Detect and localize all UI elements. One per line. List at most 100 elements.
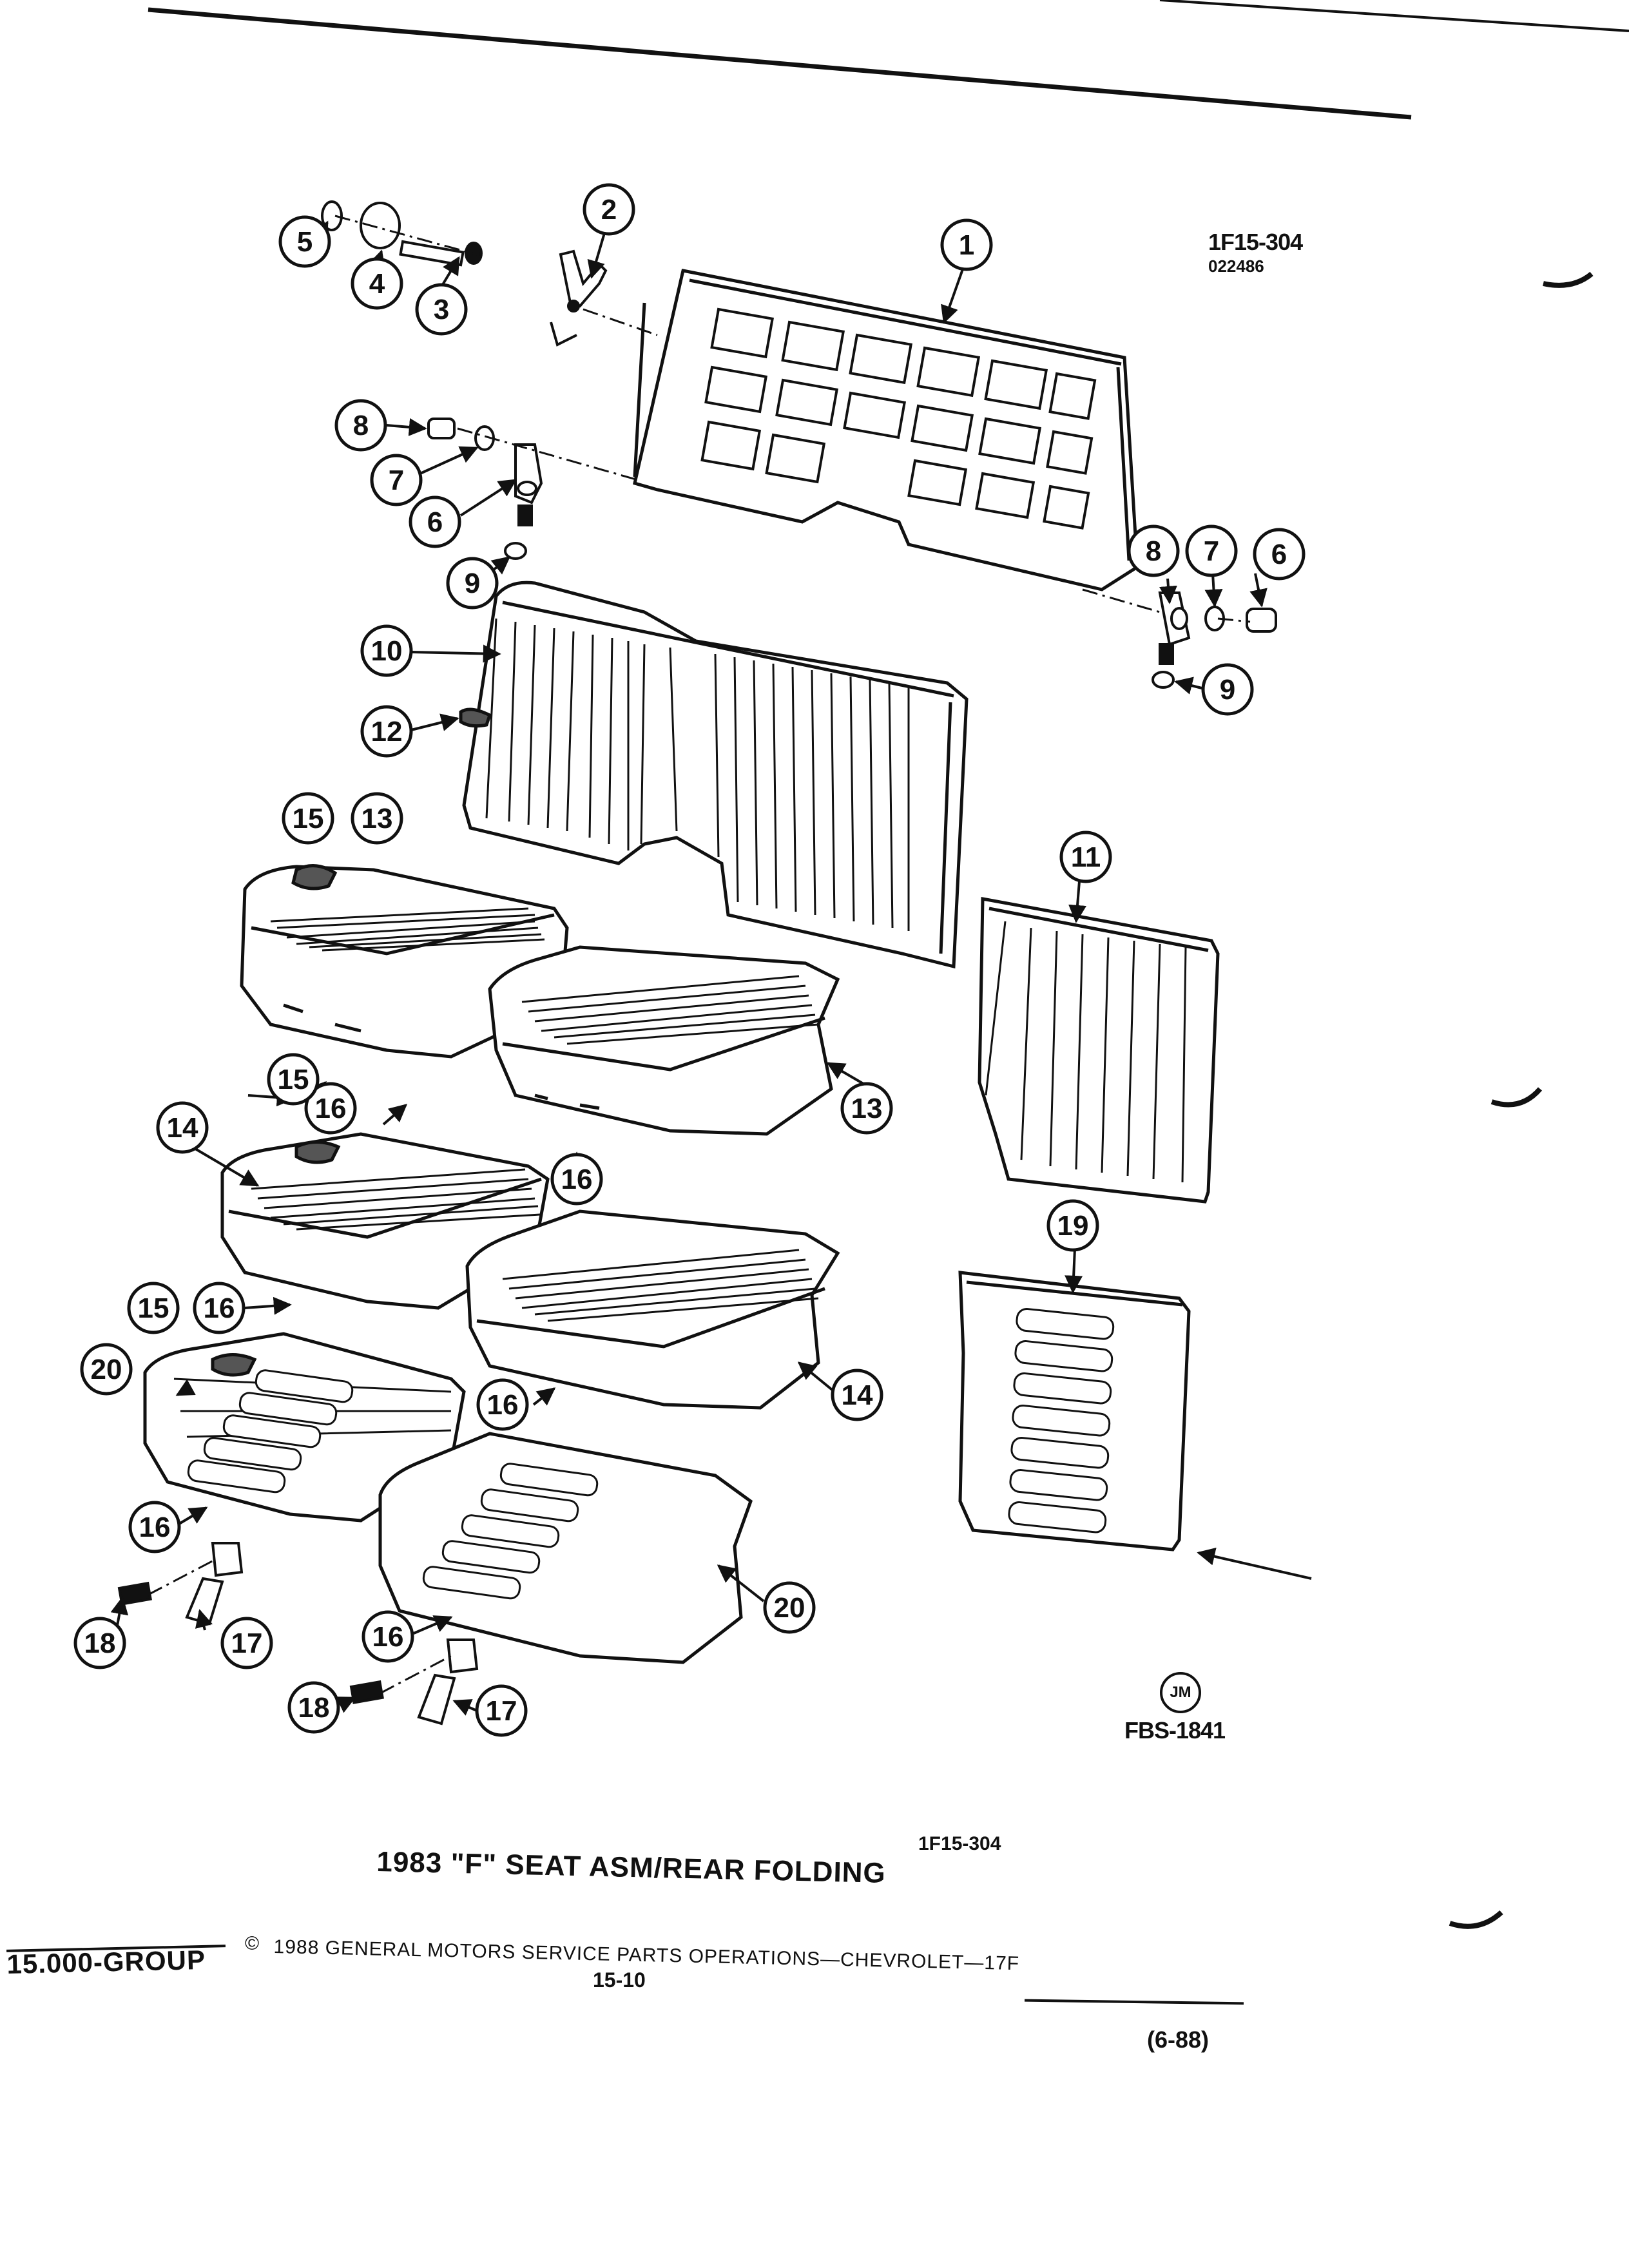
callout-number: 16 (315, 1093, 347, 1124)
callout-circle (1253, 528, 1306, 581)
callout-circle (831, 1369, 883, 1421)
top-rule (148, 7, 1412, 120)
callout-circle (1127, 524, 1180, 577)
callout-14: 14 (831, 1369, 883, 1421)
callout-circle (220, 1617, 273, 1669)
callout-circle (550, 1153, 603, 1206)
callout-2: 2 (583, 183, 635, 236)
callout-circle (287, 1681, 340, 1734)
callout-9: 9 (446, 557, 499, 610)
callout-number: 17 (231, 1628, 263, 1659)
callout-circle (1201, 663, 1254, 716)
callout-circle (840, 1082, 893, 1135)
callout-7: 7 (370, 454, 423, 506)
callout-number: 6 (427, 506, 443, 538)
callout-number: 15 (293, 803, 324, 834)
seat-back-frame (633, 269, 1139, 591)
callout-19: 19 (1046, 1199, 1099, 1252)
footer-revision: (6-88) (1147, 2026, 1210, 2053)
callout-number: 16 (372, 1621, 404, 1653)
callout-circle (80, 1343, 133, 1396)
callout-9: 9 (1201, 663, 1254, 716)
callout-number: 12 (371, 716, 403, 747)
callout-number: 19 (1057, 1210, 1089, 1242)
figure-date: 022486 (1208, 256, 1264, 276)
callout-12: 12 (360, 705, 413, 758)
callout-circle (127, 1282, 180, 1334)
callout-circle (351, 257, 403, 310)
callout-circle (73, 1617, 126, 1669)
callout-circle (446, 557, 499, 610)
seat-back-19 (958, 1271, 1191, 1552)
callout-8: 8 (334, 399, 387, 452)
binder-mark (1543, 271, 1594, 288)
callout-number: 8 (353, 410, 369, 441)
footer-copyright: 1988 GENERAL MOTORS SERVICE PARTS OPERAT… (273, 1936, 1020, 1975)
callout-17: 17 (475, 1684, 528, 1737)
callout-circle (763, 1581, 816, 1634)
callout-number: 18 (84, 1628, 116, 1659)
callout-circle (360, 624, 413, 677)
callout-13: 13 (840, 1082, 893, 1135)
callout-number: 8 (1146, 535, 1161, 567)
callout-8: 8 (1127, 524, 1180, 577)
camaro-logo-badges (422, 1463, 599, 1600)
binder-mark (1490, 1087, 1543, 1108)
callout-circle (361, 1610, 414, 1663)
striker-left (117, 1542, 244, 1626)
seat-cushion-20-right (378, 1432, 753, 1664)
seat-back-11 (978, 897, 1220, 1204)
callout-16: 16 (304, 1082, 357, 1135)
callout-number: 9 (1220, 674, 1235, 706)
callout-number: 9 (465, 568, 480, 599)
callout-circle (156, 1101, 209, 1154)
caption-code: 1F15-304 (918, 1833, 1001, 1854)
callout-number: 3 (434, 294, 449, 325)
callout-15: 15 (267, 1053, 320, 1106)
latch (550, 249, 608, 347)
callout-number: 5 (297, 226, 313, 258)
callout-15: 15 (282, 792, 334, 845)
callout-circle (334, 399, 387, 452)
callout-number: 7 (389, 465, 404, 496)
callout-circle (128, 1501, 181, 1553)
callout-number: 14 (842, 1379, 873, 1411)
callout-number: 7 (1204, 535, 1219, 567)
seat-cushion-13-right (488, 945, 840, 1136)
callout-circle (282, 792, 334, 845)
callout-number: 15 (278, 1064, 309, 1095)
callout-number: 6 (1271, 539, 1287, 570)
callout-circle (360, 705, 413, 758)
callout-circle (267, 1053, 320, 1106)
pivot-parts-right (1152, 591, 1277, 689)
callout-16: 16 (361, 1610, 414, 1663)
callout-18: 18 (287, 1681, 340, 1734)
callout-number: 16 (561, 1164, 593, 1195)
callout-20: 20 (80, 1343, 133, 1396)
footer-rule-right (1024, 1999, 1244, 2005)
callout-circle (476, 1378, 529, 1431)
figure-code: 1F15-304 (1208, 229, 1303, 255)
callout-number: 11 (1071, 841, 1101, 873)
top-rule-right (1159, 0, 1629, 32)
callout-13: 13 (351, 792, 403, 845)
camaro-logo-badges (187, 1369, 354, 1494)
callout-number: 20 (91, 1354, 122, 1385)
callout-6: 6 (409, 495, 461, 548)
callout-6: 6 (1253, 528, 1306, 581)
callout-number: 15 (138, 1293, 169, 1324)
callout-circle (351, 792, 403, 845)
callout-number: 2 (601, 194, 617, 226)
callout-number: 1 (959, 229, 974, 261)
callout-3: 3 (415, 283, 468, 336)
callout-number: 17 (486, 1695, 517, 1727)
callout-number: 13 (361, 803, 393, 834)
callout-circle (304, 1082, 357, 1135)
callout-15: 15 (127, 1282, 180, 1334)
callout-circle (1185, 524, 1238, 577)
callout-circle (940, 218, 993, 271)
callout-4: 4 (351, 257, 403, 310)
callout-16: 16 (193, 1282, 246, 1334)
